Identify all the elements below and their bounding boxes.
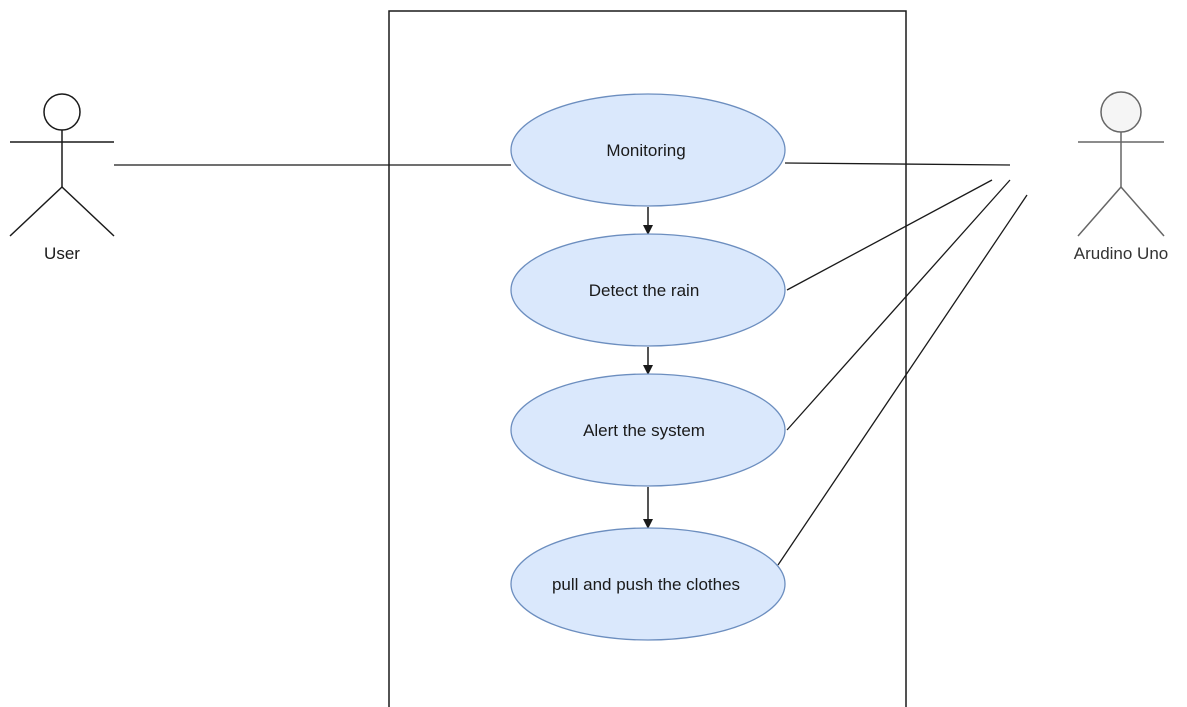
usecase-pull-push-clothes-shape — [510, 527, 786, 641]
device-association-detect-rain — [786, 179, 993, 291]
usecase-alert-system[interactable]: Alert the system — [510, 373, 786, 487]
device-association-alert-system — [786, 179, 1011, 431]
actor-user-icon — [9, 93, 115, 237]
actor-user[interactable]: User — [9, 93, 115, 263]
usecase-detect-rain[interactable]: Detect the rain — [510, 233, 786, 347]
actor-arudino-uno-label: Arudino Uno — [1074, 244, 1169, 263]
usecase-monitoring-shape — [510, 93, 786, 207]
usecase-alert-system-label: Alert the system — [583, 421, 705, 440]
usecase-pull-push-clothes-label: pull and push the clothes — [552, 575, 740, 594]
usecase-monitoring-label: Monitoring — [606, 141, 685, 160]
actor-arudino-uno[interactable]: Arudino Uno — [1074, 91, 1169, 263]
actor-arudino-uno-icon — [1077, 91, 1165, 237]
actor-user-label: User — [44, 244, 80, 263]
device-association-pull-push — [777, 194, 1028, 566]
usecase-detect-rain-label: Detect the rain — [589, 281, 700, 300]
usecase-alert-system-shape — [510, 373, 786, 487]
usecase-pull-push-clothes[interactable]: pull and push the clothes — [510, 527, 786, 641]
usecase-detect-rain-shape — [510, 233, 786, 347]
system-boundary — [388, 10, 907, 707]
usecase-monitoring[interactable]: Monitoring — [510, 93, 786, 207]
device-association-monitoring — [784, 162, 1011, 166]
